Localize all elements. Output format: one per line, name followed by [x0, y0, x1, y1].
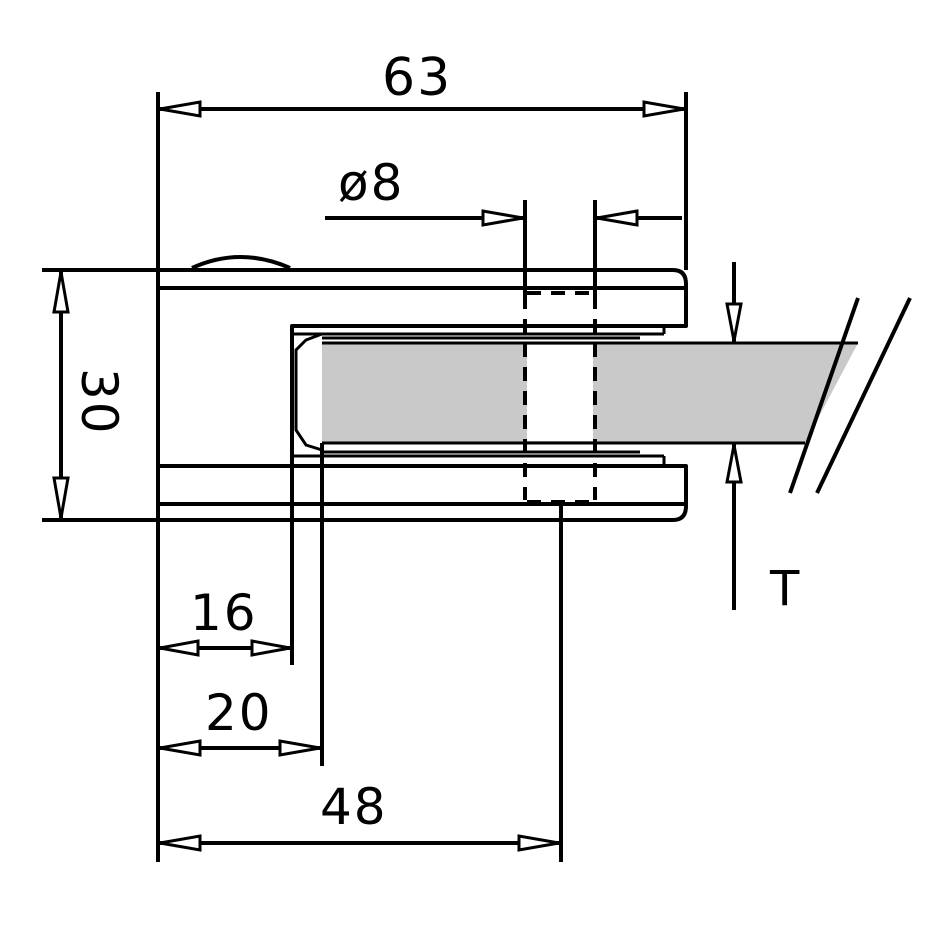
- break-line-1: [788, 297, 860, 494]
- dim-63: [158, 100, 686, 118]
- label-bolt-diameter: ø8: [338, 154, 405, 212]
- dim-20: [158, 739, 322, 757]
- dim-16: [158, 639, 292, 657]
- dim-T: [725, 302, 743, 484]
- dim-48: [158, 834, 561, 852]
- dim-30: [52, 270, 70, 520]
- break-line-2: [815, 297, 912, 494]
- label-bolt-position-48: 48: [320, 778, 388, 836]
- clamp-body: [42, 255, 688, 522]
- label-overall-length: 63: [382, 48, 453, 108]
- label-height: 30: [70, 368, 128, 436]
- label-inner-depth-20: 20: [205, 684, 273, 742]
- dim-diameter-8: [325, 209, 682, 227]
- label-inner-depth-16: 16: [190, 584, 258, 642]
- bolt-hole-gap: [527, 345, 593, 441]
- label-glass-thickness: T: [770, 561, 802, 617]
